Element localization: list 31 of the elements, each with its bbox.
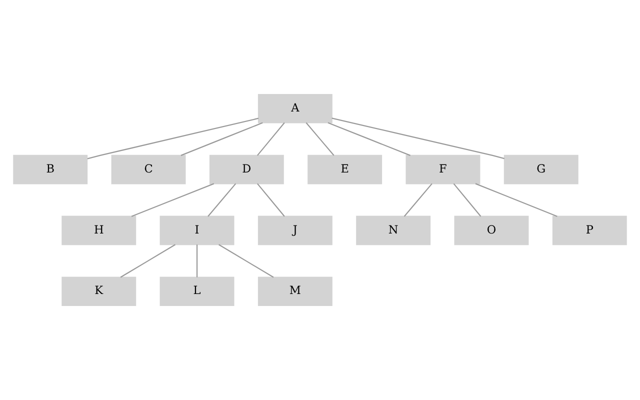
connector	[306, 122, 334, 156]
connector	[453, 183, 482, 217]
connector	[120, 244, 176, 278]
node-box: H	[62, 216, 136, 246]
node-box: M	[258, 276, 332, 306]
connector	[208, 183, 236, 217]
connector	[328, 122, 410, 156]
connector	[196, 244, 198, 278]
node-box: L	[160, 276, 234, 306]
connector	[257, 183, 285, 217]
connector	[180, 122, 263, 156]
node-box: K	[62, 276, 136, 306]
node-box: F	[406, 154, 480, 184]
node-box: E	[308, 154, 382, 184]
connector	[131, 183, 214, 217]
node-box: I	[160, 216, 234, 246]
node-box: A	[258, 94, 332, 124]
connector	[256, 122, 285, 156]
node-box: N	[356, 216, 431, 246]
node-box: O	[454, 216, 529, 246]
node-box: J	[258, 216, 332, 246]
connector	[87, 118, 259, 160]
connector	[475, 183, 558, 217]
node-box: C	[111, 154, 186, 184]
connector	[218, 244, 274, 278]
node-box: P	[552, 216, 627, 246]
node-box: G	[504, 154, 578, 184]
node-box: D	[209, 154, 284, 184]
connector	[332, 118, 504, 160]
node-box: B	[13, 154, 88, 184]
connector	[404, 183, 432, 217]
